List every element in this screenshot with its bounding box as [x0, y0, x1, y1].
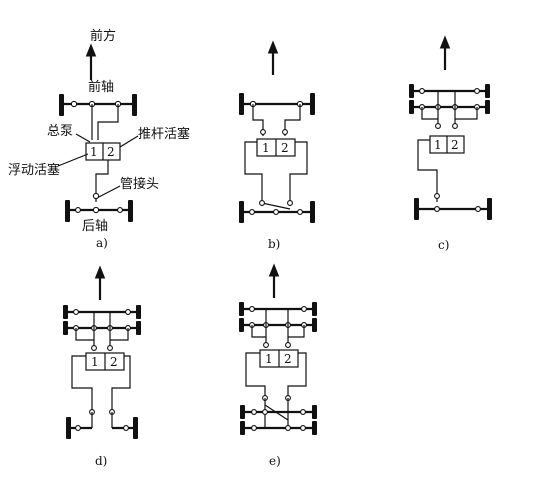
- pipe-joint-label: 管接头: [120, 176, 159, 192]
- svg-text:1: 1: [262, 141, 270, 155]
- panel-c: 1 2 c): [409, 35, 492, 252]
- front-axle-label: 前轴: [88, 79, 114, 95]
- svg-text:2: 2: [110, 355, 118, 369]
- master-pump-label: 总泵: [47, 124, 73, 139]
- svg-text:1: 1: [265, 352, 273, 366]
- svg-text:1: 1: [91, 355, 99, 369]
- caption-e: e): [269, 454, 281, 468]
- rear-axle-label: 后轴: [82, 219, 108, 234]
- svg-text:2: 2: [281, 141, 289, 155]
- wheel-rl: [65, 200, 70, 222]
- push-rod-piston-label: 推杆活塞: [138, 126, 190, 142]
- front-label: 前方: [90, 28, 116, 44]
- wheel-fr: [132, 94, 137, 116]
- chamber-2: 2: [107, 145, 115, 159]
- panel-b: 1 2 b): [239, 40, 315, 251]
- wheel-rr: [128, 200, 133, 222]
- caption-a: a): [96, 236, 108, 250]
- caption-d: d): [95, 454, 107, 468]
- floating-piston-label: 浮动活塞: [8, 162, 60, 178]
- panel-a: 前方 前轴 总泵 推杆活塞 1 2 浮动活塞 管接头 后轴: [8, 28, 190, 250]
- svg-text:1: 1: [434, 138, 442, 152]
- chamber-1: 1: [90, 145, 98, 159]
- caption-c: c): [438, 238, 449, 252]
- panel-d: 1 2 d): [63, 265, 141, 468]
- panel-e: 1 2 e): [239, 263, 317, 468]
- wheel-fl: [59, 94, 64, 116]
- caption-b: b): [268, 237, 280, 251]
- svg-text:2: 2: [284, 352, 292, 366]
- svg-text:2: 2: [451, 138, 459, 152]
